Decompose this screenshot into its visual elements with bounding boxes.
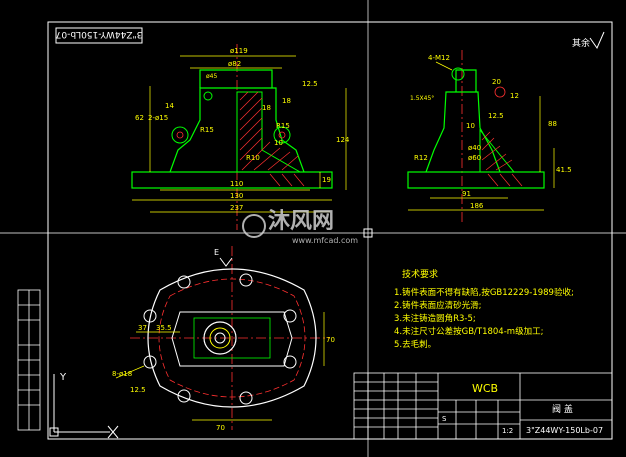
ucs-y-label: Y [59, 372, 67, 383]
view-arrow-icon [219, 257, 233, 267]
side-dim-10: 41.5 [556, 166, 572, 174]
ucs-icon: Y [49, 372, 119, 439]
side-view: 4-M12 1.5X45° 20 12 10 ø40 ø60 R12 88 41… [407, 50, 572, 224]
front-dim-16: 237 [230, 204, 243, 212]
front-dim-13: 124 [336, 136, 350, 144]
title-s-mark: S [442, 415, 447, 423]
watermark-logo-icon [242, 214, 266, 238]
title-block [353, 372, 613, 440]
top-dim-5: 70 [326, 336, 335, 344]
front-dim-7: R15 [200, 126, 214, 134]
front-dim-9: 10 [274, 139, 283, 147]
front-dim-18: 18 [262, 104, 271, 112]
side-dim-7: ø60 [468, 154, 481, 162]
roughness-symbol-icon [589, 31, 605, 50]
tech-requirements: 技术要求 1.铸件表面不得有缺陷,按GB12229-1989验收; 2.铸件表面… [394, 268, 574, 350]
front-dim-15: 130 [230, 192, 243, 200]
title-material: WCB [472, 382, 498, 395]
bolt-holes [143, 273, 297, 405]
roughness-note: 其余 [572, 37, 590, 49]
top-dim-3: 35.5 [156, 324, 172, 332]
front-dim-10: 18 [282, 97, 291, 105]
crosshair-pickbox[interactable] [363, 228, 373, 238]
top-dim-6: 12.5 [130, 386, 146, 394]
top-dim-1: 8-ø18 [112, 370, 132, 378]
view-label-e: E [214, 248, 219, 257]
front-dim-1: ø119 [230, 47, 248, 55]
front-dim-17: 19 [322, 176, 331, 184]
watermark-brand: 沐风网 [268, 209, 334, 234]
tech-line-3: 3.未注铸造圆角R3-5; [394, 313, 476, 324]
front-dim-3: ø45 [206, 73, 217, 80]
tech-title: 技术要求 [402, 268, 438, 280]
front-dim-12: 12.5 [302, 80, 318, 88]
front-dim-11: R10 [246, 154, 260, 162]
left-strip [17, 289, 41, 431]
side-dim-11: 91 [462, 190, 471, 198]
front-dim-8: R15 [276, 122, 290, 130]
front-dim-14: 110 [230, 180, 243, 188]
title-drawing-no: 3"Z44WY-150Lb-07 [526, 426, 603, 435]
side-dim-6: ø40 [468, 144, 481, 152]
cad-watermark: 沐风网 www.mfcad.com [242, 209, 358, 245]
side-dim-13: 12.5 [488, 112, 504, 120]
top-view: E 8-ø18 37 35.5 70 70 12.5 [112, 246, 335, 432]
side-dim-3: 20 [492, 78, 501, 86]
top-dim-2: 37 [138, 324, 147, 332]
watermark-url: www.mfcad.com [292, 236, 358, 245]
drawing-number-stamp: 3"Z44WY-150Lb-07 [55, 27, 143, 44]
tech-line-5: 5.去毛刺。 [394, 339, 436, 350]
title-scale: 1:2 [502, 427, 513, 435]
front-dim-2: ø82 [228, 60, 241, 68]
front-dim-6: 62 [135, 114, 144, 122]
side-dim-12: 186 [470, 202, 484, 210]
drawing-border [47, 21, 613, 440]
side-dim-1: 4-M12 [428, 54, 450, 62]
top-dim-4: 70 [216, 424, 225, 432]
tech-line-2: 2.铸件表面应清砂光滑; [394, 300, 481, 311]
tech-line-1: 1.铸件表面不得有缺陷,按GB12229-1989验收; [394, 287, 574, 298]
stamp-text: 3"Z44WY-150Lb-07 [56, 29, 143, 39]
side-dim-5: 10 [466, 122, 475, 130]
side-dim-9: 88 [548, 120, 557, 128]
front-dim-4: 14 [165, 102, 174, 110]
tech-line-4: 4.未注尺寸公差按GB/T1804-m级加工; [394, 326, 543, 337]
side-dim-4: 12 [510, 92, 519, 100]
front-view: ø119 ø82 ø45 14 2-ø15 62 R15 R15 10 18 R… [131, 44, 350, 230]
front-dim-5: 2-ø15 [148, 114, 168, 122]
side-dim-8: R12 [414, 154, 428, 162]
side-dim-2: 1.5X45° [410, 95, 434, 102]
title-part-name: 阀 盖 [552, 403, 573, 415]
